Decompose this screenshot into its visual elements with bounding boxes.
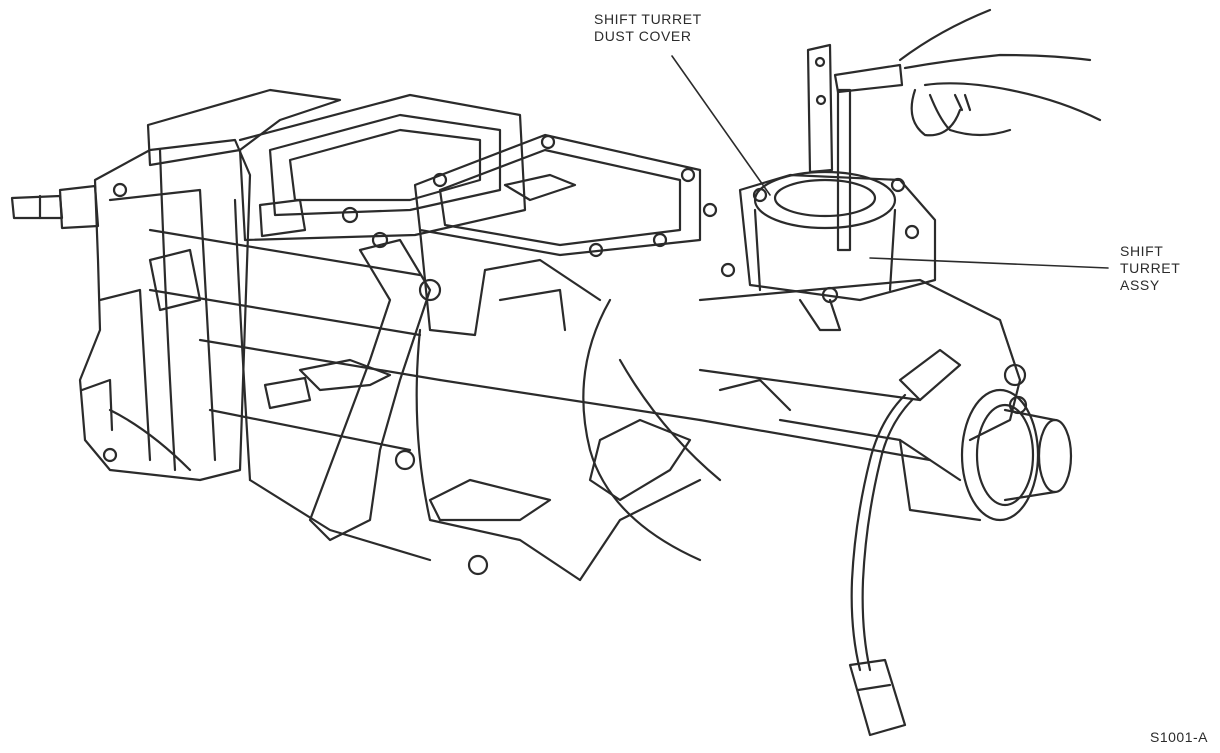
top-cover-front [146, 88, 527, 249]
top-cover-mid [413, 133, 702, 258]
front-case [78, 138, 252, 482]
input-shaft [10, 184, 100, 230]
extension-housing [588, 278, 1022, 522]
technician-hand [898, 8, 1102, 137]
speed-sensor [848, 348, 962, 737]
callout-turret-assy-line1: SHIFT [1120, 243, 1164, 259]
output-flange [960, 363, 1073, 522]
main-case [415, 228, 932, 582]
case-ribs [148, 148, 442, 562]
figure-id: S1001-A [1150, 729, 1208, 745]
callout-turret-assy-line3: ASSY [1120, 277, 1160, 293]
ratchet-tool [806, 43, 904, 252]
side-bracket [308, 238, 552, 576]
shift-turret [652, 170, 937, 332]
callout-turret-assy-line2: TURRET [1120, 260, 1181, 276]
callout-dust-cover-line2: DUST COVER [594, 28, 692, 44]
callout-turret-assy: SHIFT TURRET ASSY [1120, 243, 1180, 294]
leader-lines [671, 55, 1109, 269]
callout-dust-cover: SHIFT TURRET DUST COVER [594, 11, 702, 45]
callout-dust-cover-line1: SHIFT TURRET [594, 11, 702, 27]
